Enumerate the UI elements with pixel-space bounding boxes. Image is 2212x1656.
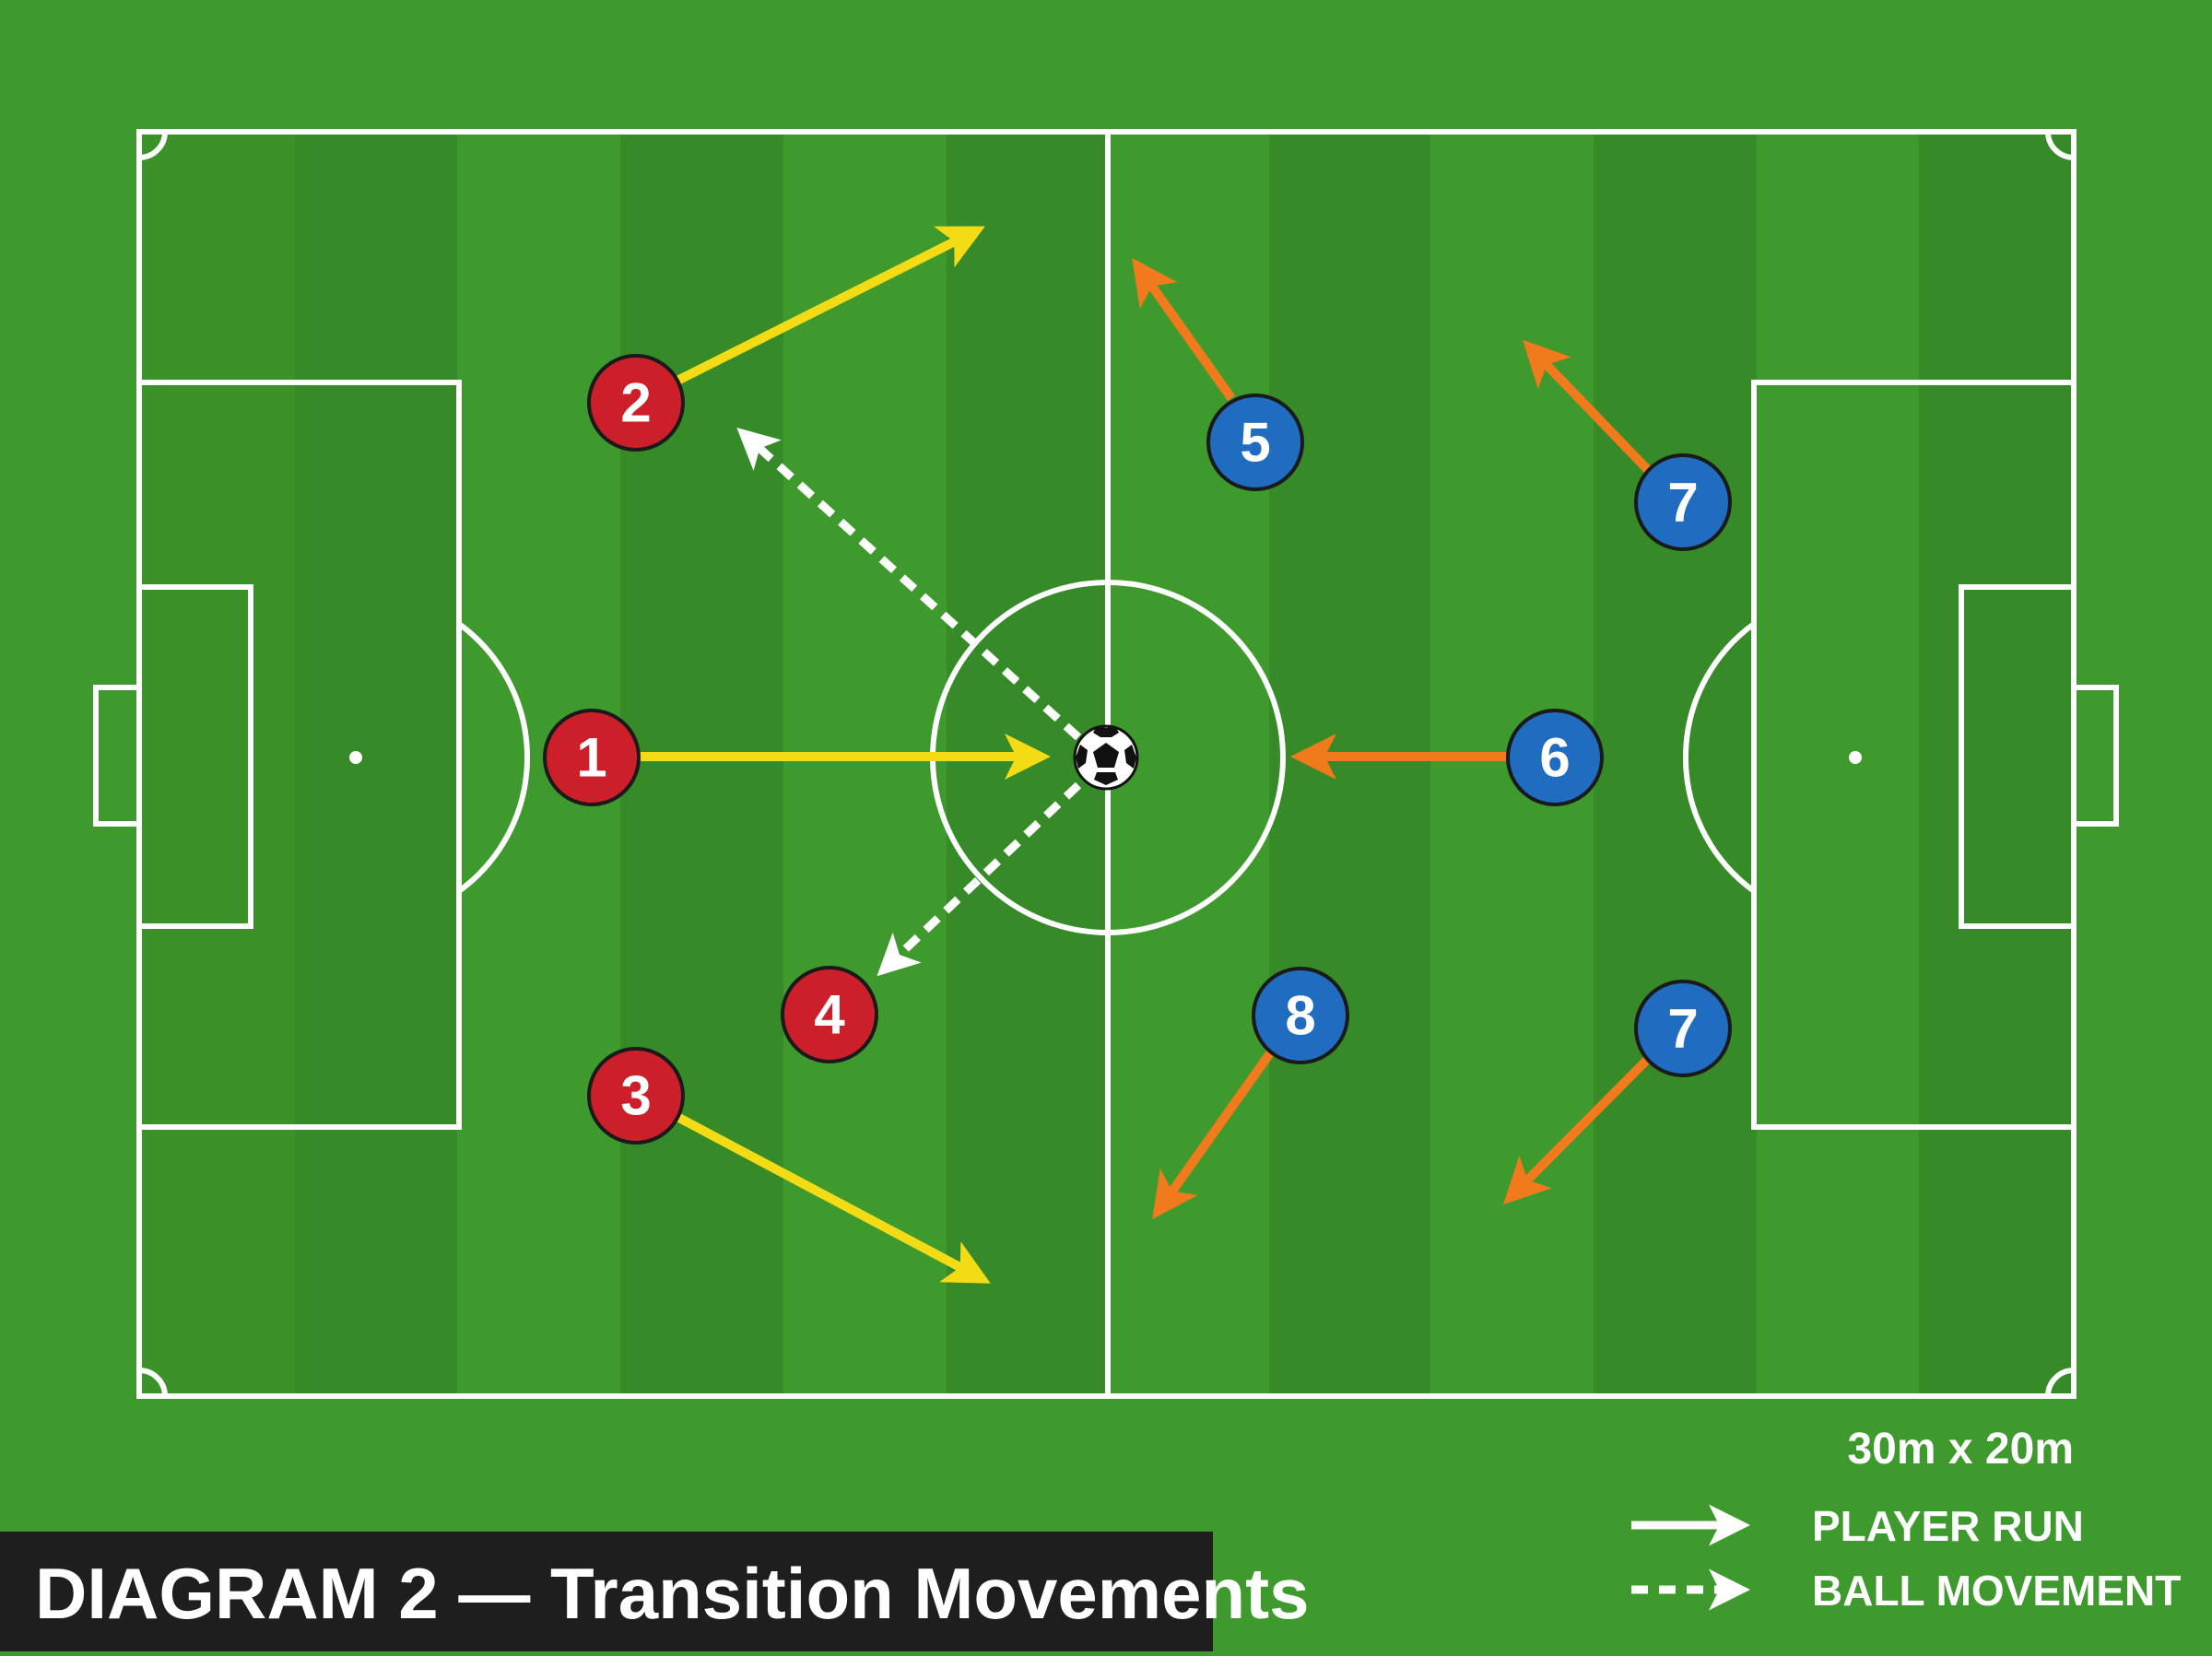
red-player-1: 1 bbox=[543, 709, 641, 806]
run-arrow-player-2 bbox=[675, 226, 985, 385]
blue-player-7-bottom: 7 bbox=[1634, 980, 1732, 1077]
corner-arc-bottom-left bbox=[138, 1368, 168, 1397]
legend-ball-movement-label: BALL MOVEMENT bbox=[1812, 1567, 2181, 1615]
legend: PLAYER RUN BALL MOVEMENT bbox=[1631, 1502, 2181, 1615]
legend-player-run-label: PLAYER RUN bbox=[1812, 1502, 2084, 1550]
svg-text:8: 8 bbox=[1285, 985, 1315, 1047]
run-arrow-player-3 bbox=[675, 1112, 991, 1284]
blue-player-8: 8 bbox=[1252, 967, 1349, 1064]
soccer-ball-icon bbox=[1073, 724, 1139, 791]
blue-player-6: 6 bbox=[1506, 709, 1604, 806]
svg-text:3: 3 bbox=[620, 1065, 651, 1127]
blue-player-7-top: 7 bbox=[1634, 453, 1732, 551]
blue-player-5: 5 bbox=[1206, 393, 1304, 491]
left-penalty-spot bbox=[349, 751, 362, 764]
right-penalty-spot bbox=[1849, 751, 1862, 764]
svg-text:5: 5 bbox=[1240, 412, 1270, 474]
red-player-runs bbox=[639, 226, 1051, 1284]
red-player-4: 4 bbox=[781, 966, 878, 1063]
corner-arc-top-right bbox=[2045, 131, 2075, 160]
ball-movement-paths bbox=[736, 427, 1082, 977]
run-arrow-player-7-bottom bbox=[1502, 1054, 1653, 1205]
run-arrow-player-8 bbox=[1152, 1048, 1277, 1220]
svg-text:6: 6 bbox=[1539, 727, 1570, 789]
run-arrow-player-5 bbox=[1132, 257, 1236, 401]
svg-text:2: 2 bbox=[620, 372, 651, 434]
diagram-title: DIAGRAM 2 — Transition Movements bbox=[35, 1553, 1310, 1634]
ball-path-to-player-2 bbox=[736, 427, 1082, 741]
red-player-2: 2 bbox=[587, 354, 685, 452]
red-player-3: 3 bbox=[587, 1047, 685, 1145]
svg-text:4: 4 bbox=[814, 984, 845, 1046]
svg-text:1: 1 bbox=[576, 727, 606, 789]
left-penalty-arc bbox=[457, 621, 530, 894]
svg-text:7: 7 bbox=[1667, 472, 1698, 534]
corner-arc-bottom-right bbox=[2045, 1368, 2075, 1397]
corner-arc-top-left bbox=[138, 131, 168, 160]
right-goal bbox=[2071, 685, 2119, 827]
left-goal bbox=[93, 685, 142, 827]
run-arrow-player-7-top bbox=[1523, 339, 1652, 474]
svg-text:7: 7 bbox=[1667, 998, 1698, 1060]
blue-player-runs bbox=[1132, 257, 1653, 1220]
title-bar: DIAGRAM 2 — Transition Movements bbox=[0, 1532, 1310, 1651]
ball-path-to-player-4 bbox=[877, 781, 1082, 977]
pitch-dimensions-label: 30m x 20m bbox=[1847, 1425, 2074, 1474]
right-penalty-arc bbox=[1683, 621, 1756, 894]
